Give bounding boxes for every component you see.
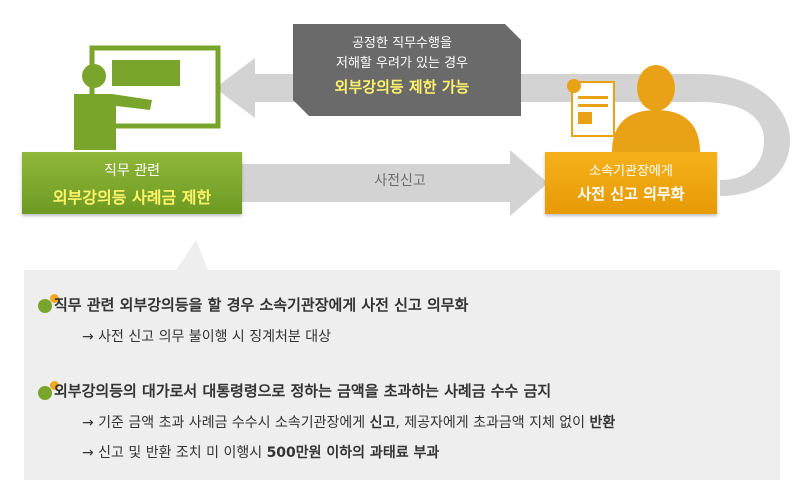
bullet-1-title: 직무 관련 외부강의등을 할 경우 소속기관장에게 사전 신고 의무화 xyxy=(54,296,469,314)
right-box-line1: 소속기관장에게 xyxy=(589,164,673,179)
right-box: 소속기관장에게 사전 신고 의무화 xyxy=(545,152,717,214)
arrow-label: 사전신고 xyxy=(374,173,426,189)
bullet-2-sub2: → 신고 및 반환 조치 미 이행시 500만원 이하의 과태료 부과 xyxy=(82,442,439,462)
bullet-2-sub1: → 기준 금액 초과 사례금 수수시 소속기관장에게 신고, 제공자에게 초과금… xyxy=(82,412,615,432)
bullet-dot-1-accent xyxy=(50,294,59,303)
left-box-line2: 외부강의등 사례금 제한 xyxy=(52,188,212,207)
panel-pointer xyxy=(176,240,208,270)
bullet-dot-2-accent xyxy=(50,381,59,390)
info-panel xyxy=(24,270,780,480)
person-with-certificate-icon xyxy=(567,65,700,152)
bullet-2-sub1-b: 신고 xyxy=(369,415,396,431)
forward-arrow xyxy=(242,150,548,216)
bullet-2-sub2-a: → 신고 및 반환 조치 미 이행시 xyxy=(82,445,267,461)
left-box: 직무 관련 외부강의등 사례금 제한 xyxy=(22,152,242,214)
bullet-2-title: 외부강의등의 대가로서 대통령령으로 정하는 금액을 초과하는 사례금 수수 금… xyxy=(54,382,552,400)
teacher-at-board-icon xyxy=(74,45,221,150)
callout-shape xyxy=(293,24,521,116)
right-box-line2: 사전 신고 의무화 xyxy=(577,185,685,203)
callout-line2: 저해할 우려가 있는 경우 xyxy=(336,56,468,71)
bullet-2-sub1-d: 반환 xyxy=(589,415,616,431)
bullet-2-sub1-a: → 기준 금액 초과 사례금 수수시 소속기관장에게 xyxy=(82,415,370,431)
callout-line1: 공정한 직무수행을 xyxy=(352,36,452,51)
bullet-dot-1 xyxy=(38,299,52,313)
bullet-2-sub1-c: , 제공자에게 초과금액 지체 없이 xyxy=(395,415,590,431)
callout-line3: 외부강의등 제한 가능 xyxy=(334,78,470,96)
bullet-2-sub2-b: 500만원 이하의 과태료 부과 xyxy=(266,445,440,461)
callout: 공정한 직무수행을 저해할 우려가 있는 경우 외부강의등 제한 가능 xyxy=(293,24,511,116)
bullet-1-sub1: → 사전 신고 의무 불이행 시 징계처분 대상 xyxy=(82,329,331,345)
flow-arrows xyxy=(74,24,790,270)
left-box-line1: 직무 관련 xyxy=(104,163,160,179)
bullet-dot-2 xyxy=(38,386,52,400)
